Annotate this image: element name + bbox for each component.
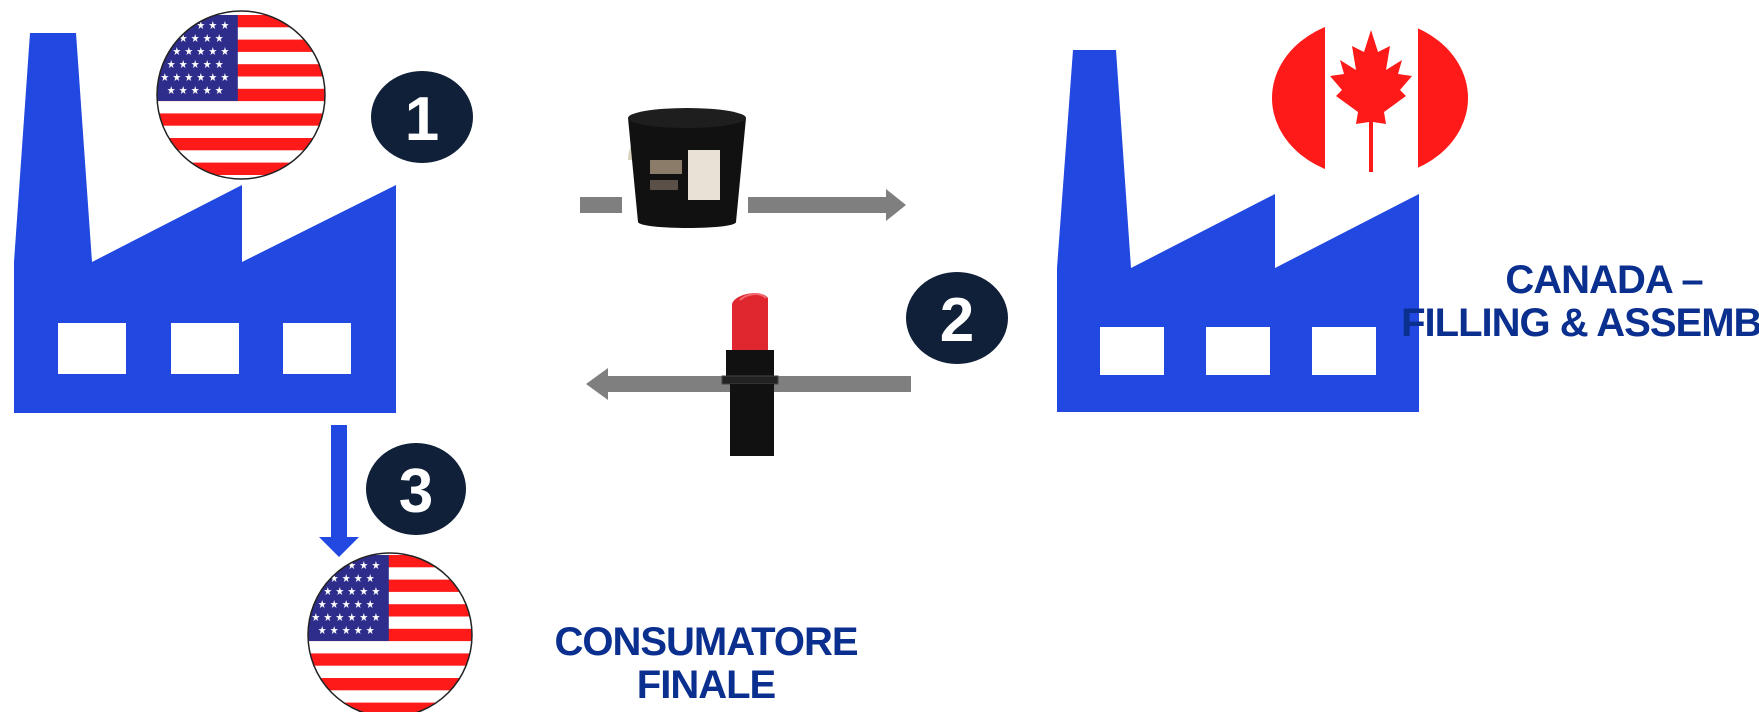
canada-factory-icon xyxy=(1057,50,1419,412)
svg-text:FINALE: FINALE xyxy=(637,663,776,707)
canada-flag-icon xyxy=(1272,18,1468,178)
canada-label: CANADA – FILLING & ASSEMBLY xyxy=(1401,258,1759,345)
svg-text:CONSUMATORE: CONSUMATORE xyxy=(554,620,857,664)
arrow-to-canada xyxy=(580,189,906,221)
lipstick-icon xyxy=(721,293,779,456)
svg-text:2: 2 xyxy=(940,286,974,355)
arrow-to-consumer xyxy=(319,425,359,557)
svg-text:CANADA –: CANADA – xyxy=(1505,258,1703,302)
step-badge-1: 1 xyxy=(371,71,473,163)
step-badge-2: 2 xyxy=(906,272,1008,364)
usa-factory-icon xyxy=(14,33,396,413)
svg-text:1: 1 xyxy=(405,85,439,154)
usa-flag-icon xyxy=(307,552,473,712)
usa-flag-icon xyxy=(156,10,326,180)
bucket-icon xyxy=(628,108,746,228)
consumer-label: CONSUMATORE FINALE xyxy=(554,620,858,707)
svg-text:FILLING & ASSEMBLY: FILLING & ASSEMBLY xyxy=(1401,301,1759,345)
svg-text:3: 3 xyxy=(399,457,433,526)
step-badge-3: 3 xyxy=(366,443,466,535)
